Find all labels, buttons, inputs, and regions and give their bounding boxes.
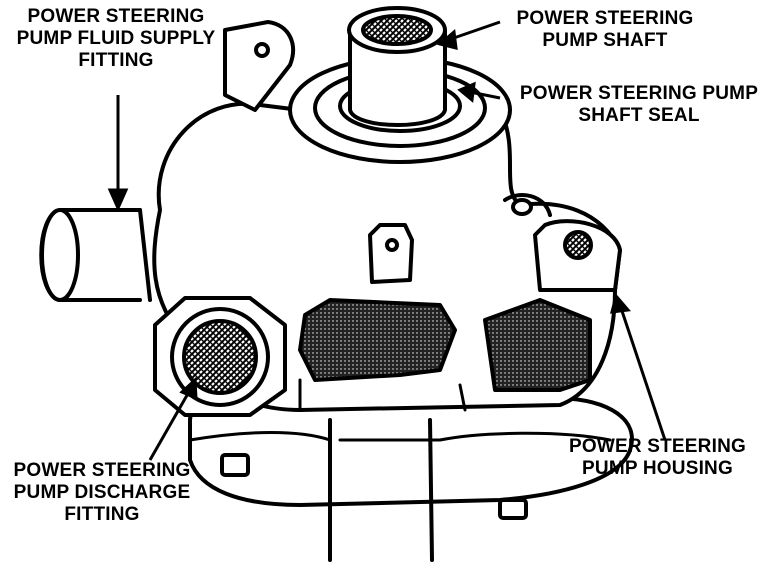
- label-line: SHAFT SEAL: [578, 105, 700, 126]
- label-line: POWER STEERING: [13, 460, 191, 481]
- label-line: PUMP FLUID SUPPLY: [16, 28, 216, 49]
- label-line: PUMP HOUSING: [582, 458, 733, 479]
- leader-housing: [618, 304, 667, 441]
- center-rib: [368, 223, 414, 284]
- label-pump-housing: POWER STEERING PUMP HOUSING: [555, 436, 760, 480]
- label-line: FITTING: [78, 50, 154, 71]
- pump-shaft: [348, 28, 447, 127]
- label-fluid-supply-fitting: POWER STEERING PUMP FLUID SUPPLY FITTING: [6, 6, 226, 72]
- supply-bracket: [223, 20, 295, 112]
- label-discharge-fitting: POWER STEERING PUMP DISCHARGE FITTING: [2, 460, 202, 526]
- label-line: POWER STEERING PUMP: [519, 83, 759, 104]
- arrow-fluid-supply: [107, 188, 129, 212]
- housing-cavity-right: [483, 298, 592, 392]
- label-line: POWER STEERING: [27, 6, 205, 27]
- arrow-shaft-seal: [457, 81, 476, 103]
- label-line: POWER STEERING: [569, 436, 746, 457]
- label-pump-shaft-seal: POWER STEERING PUMP SHAFT SEAL: [503, 83, 775, 127]
- label-line: FITTING: [64, 504, 140, 525]
- leader-discharge: [148, 389, 192, 461]
- label-line: POWER STEERING: [516, 8, 694, 29]
- label-line: PUMP DISCHARGE: [13, 482, 191, 503]
- leader-shaft-seal: [469, 90, 501, 100]
- label-pump-shaft: POWER STEERING PUMP SHAFT: [505, 8, 705, 52]
- base-bolt-right: [498, 498, 528, 520]
- label-line: PUMP SHAFT: [542, 30, 668, 51]
- leader-shaft: [447, 20, 501, 42]
- arrow-housing: [610, 292, 631, 314]
- pump-lower-column: [328, 418, 434, 562]
- base-bolt-left: [220, 453, 250, 477]
- housing-cavity-left: [298, 298, 457, 382]
- arrow-shaft: [436, 29, 458, 50]
- arrow-discharge: [179, 376, 198, 401]
- supply-bracket-hole: [254, 42, 270, 58]
